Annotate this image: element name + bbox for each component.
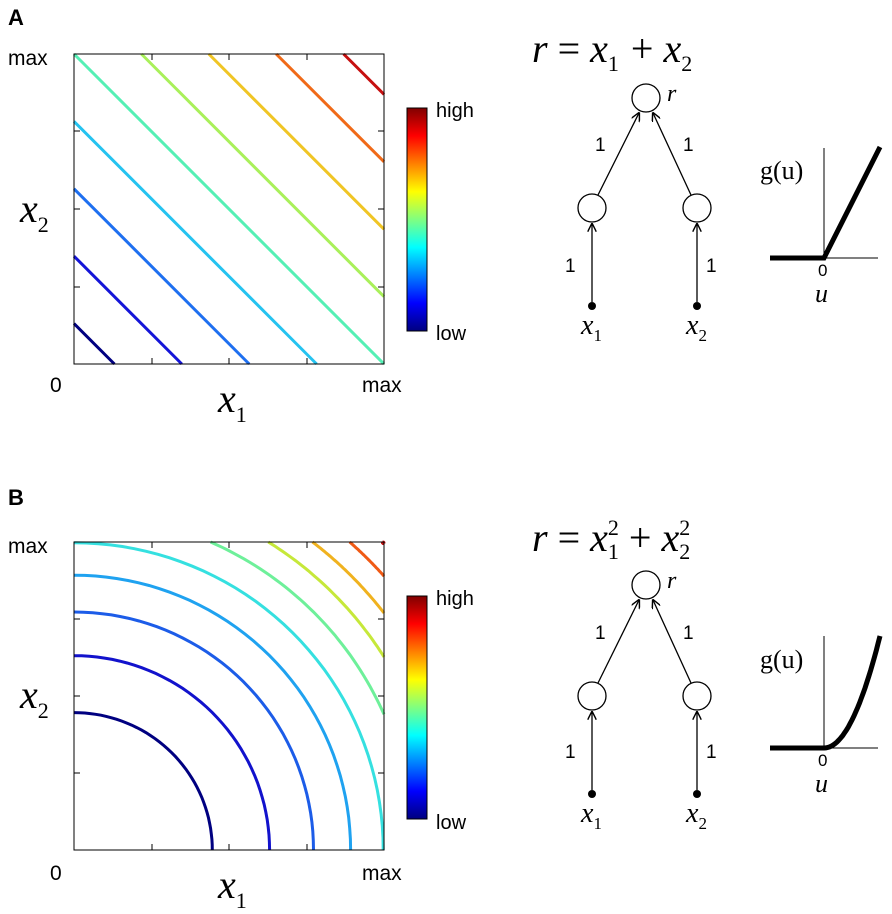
- y-axis-label: x2: [19, 672, 49, 723]
- activation-function-plot: g(u) 0 u: [760, 635, 883, 798]
- contour-line: [72, 187, 251, 366]
- output-neuron: [631, 570, 661, 600]
- contour-line: [72, 322, 116, 366]
- colorbar-gradient: [406, 107, 428, 332]
- connection-left-output: [597, 600, 639, 684]
- y-max-label: max: [8, 47, 48, 70]
- panel-a: A max 0 max x1 x2: [8, 5, 883, 427]
- contour-line: [140, 52, 386, 298]
- contour-line: [267, 540, 386, 658]
- weight-label: 1: [595, 135, 606, 156]
- weight-label: 1: [706, 256, 717, 277]
- weight-label: 1: [683, 623, 694, 644]
- contour-lines: [72, 52, 386, 366]
- input-node-right: [693, 302, 701, 310]
- colorbar: high low: [406, 588, 474, 834]
- activation-zero-label: 0: [818, 261, 827, 280]
- weight-label: 1: [706, 742, 717, 763]
- colorbar-high-label: high: [436, 100, 474, 122]
- activation-label: g(u): [760, 645, 803, 674]
- connection-right-output: [653, 600, 692, 684]
- input-label-x1: x1: [580, 310, 602, 345]
- output-label: r: [667, 568, 677, 594]
- axis-ticks: [74, 542, 384, 850]
- contour-line: [72, 255, 183, 366]
- x-axis-label: x1: [217, 862, 247, 913]
- network-diagram: r 1 1 1 1 x1 x2: [565, 81, 717, 345]
- contour-line: [342, 52, 386, 96]
- output-label: r: [667, 81, 677, 107]
- input-node-right: [693, 790, 701, 798]
- equation: r=x1+x2: [532, 26, 692, 76]
- weight-label: 1: [565, 742, 576, 763]
- contour-line: [72, 52, 386, 366]
- activation-label: g(u): [760, 156, 803, 185]
- input-label-x2: x2: [685, 310, 707, 345]
- input-label-x2: x2: [685, 798, 707, 833]
- colorbar-gradient: [406, 595, 428, 820]
- y-max-label: max: [8, 535, 48, 558]
- activation-function-plot: g(u) 0 u: [760, 145, 883, 308]
- hidden-neuron-right: [682, 193, 712, 223]
- axis-ticks: [74, 54, 384, 364]
- contour-line: [311, 540, 386, 614]
- panel-letter: B: [8, 485, 24, 510]
- panel-b: B max 0 max x1 x2: [8, 485, 883, 913]
- activation-x-label: u: [815, 279, 828, 308]
- weight-label: 1: [595, 623, 606, 644]
- weight-label: 1: [683, 135, 694, 156]
- colorbar-low-label: low: [436, 812, 467, 834]
- colorbar: high low: [406, 100, 474, 345]
- x-max-label: max: [362, 374, 402, 397]
- input-label-x1: x1: [580, 798, 602, 833]
- input-node-left: [588, 790, 596, 798]
- panel-letter: A: [8, 5, 24, 30]
- contour-line: [275, 52, 386, 163]
- colorbar-high-label: high: [436, 588, 474, 610]
- hidden-neuron-left: [577, 681, 607, 711]
- connection-left-output: [597, 113, 639, 196]
- contour-plot: max 0 max x1 x2: [8, 535, 402, 913]
- contour-line: [73, 654, 272, 851]
- hidden-neuron-left: [577, 193, 607, 223]
- hidden-neuron-right: [682, 681, 712, 711]
- activation-curve: [770, 635, 883, 751]
- x-max-label: max: [362, 862, 402, 885]
- y-axis-label: x2: [19, 186, 49, 237]
- contour-line: [73, 610, 315, 851]
- contour-line: [73, 573, 353, 851]
- origin-label: 0: [50, 374, 62, 397]
- plot-frame: [73, 541, 385, 851]
- contour-line: [73, 711, 214, 851]
- activation-x-label: u: [815, 769, 828, 798]
- activation-zero-label: 0: [818, 751, 827, 770]
- network-diagram: r 1 1 1 1 x1 x2: [565, 568, 717, 833]
- input-node-left: [588, 302, 596, 310]
- contour-line: [72, 120, 318, 366]
- weight-label: 1: [565, 256, 576, 277]
- origin-label: 0: [50, 862, 62, 885]
- contour-line: [209, 540, 386, 715]
- contour-plot: max 0 max x1 x2: [8, 47, 402, 427]
- x-axis-label: x1: [217, 376, 247, 427]
- activation-curve: [770, 145, 883, 261]
- output-neuron: [631, 83, 661, 113]
- contour-line: [73, 541, 385, 851]
- colorbar-low-label: low: [436, 323, 467, 345]
- contour-lines: [73, 540, 386, 851]
- connection-right-output: [653, 113, 692, 196]
- contour-line: [207, 52, 386, 231]
- contour-line: [348, 540, 386, 578]
